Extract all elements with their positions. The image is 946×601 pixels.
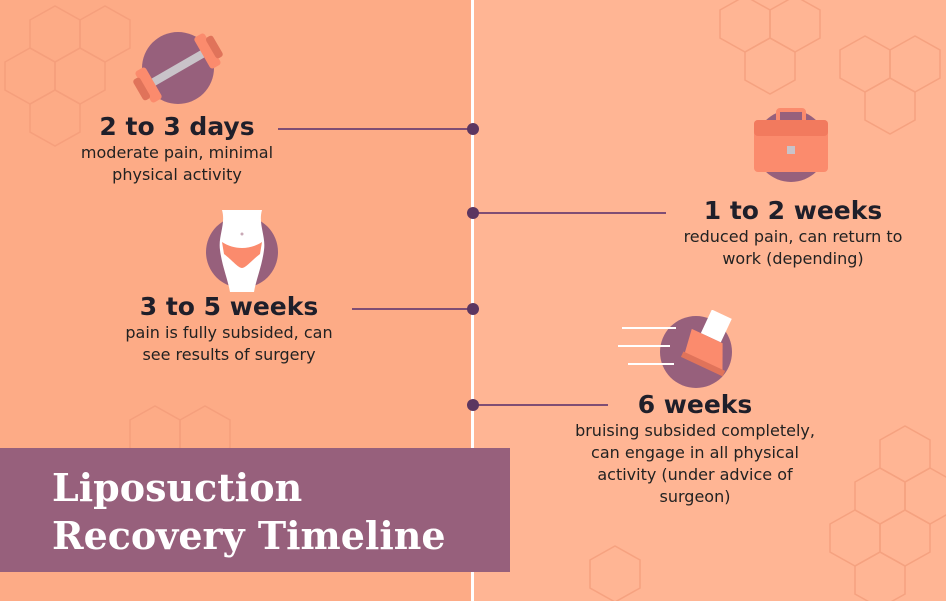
milestone-heading: 1 to 2 weeks	[703, 196, 883, 225]
background-right	[473, 0, 946, 601]
milestone-heading: 3 to 5 weeks	[139, 292, 319, 321]
milestone-2: 1 to 2 weeks reduced pain, can return to…	[668, 196, 918, 270]
milestone-description: bruising subsided completely, can engage…	[575, 421, 815, 506]
milestone-3: 3 to 5 weeks pain is fully subsided, can…	[104, 292, 354, 366]
dumbbell-icon	[133, 32, 223, 104]
briefcase-icon	[754, 108, 828, 182]
timeline-dot-1	[467, 123, 479, 135]
timeline-axis	[471, 0, 474, 601]
timeline-dot-2	[467, 207, 479, 219]
connector-line-2	[474, 212, 666, 214]
timeline-dot-3	[467, 303, 479, 315]
milestone-1: 2 to 3 days moderate pain, minimal physi…	[52, 112, 302, 186]
milestone-description: moderate pain, minimal physical activity	[80, 143, 274, 184]
milestone-description: reduced pain, can return to work (depend…	[683, 227, 903, 268]
torso-icon	[206, 210, 278, 292]
milestone-4: 6 weeks bruising subsided completely, ca…	[570, 390, 820, 508]
milestone-heading: 2 to 3 days	[99, 112, 255, 141]
connector-line-3	[352, 308, 474, 310]
page-title: Liposuction Recovery Timeline	[52, 465, 446, 558]
connector-line-4	[474, 404, 608, 406]
running-shoe-icon	[618, 310, 732, 388]
title-banner: Liposuction Recovery Timeline	[0, 448, 510, 572]
connector-line-1	[278, 128, 474, 130]
milestone-description: pain is fully subsided, can see results …	[125, 323, 333, 364]
timeline-dot-4	[467, 399, 479, 411]
milestone-heading: 6 weeks	[637, 390, 753, 419]
